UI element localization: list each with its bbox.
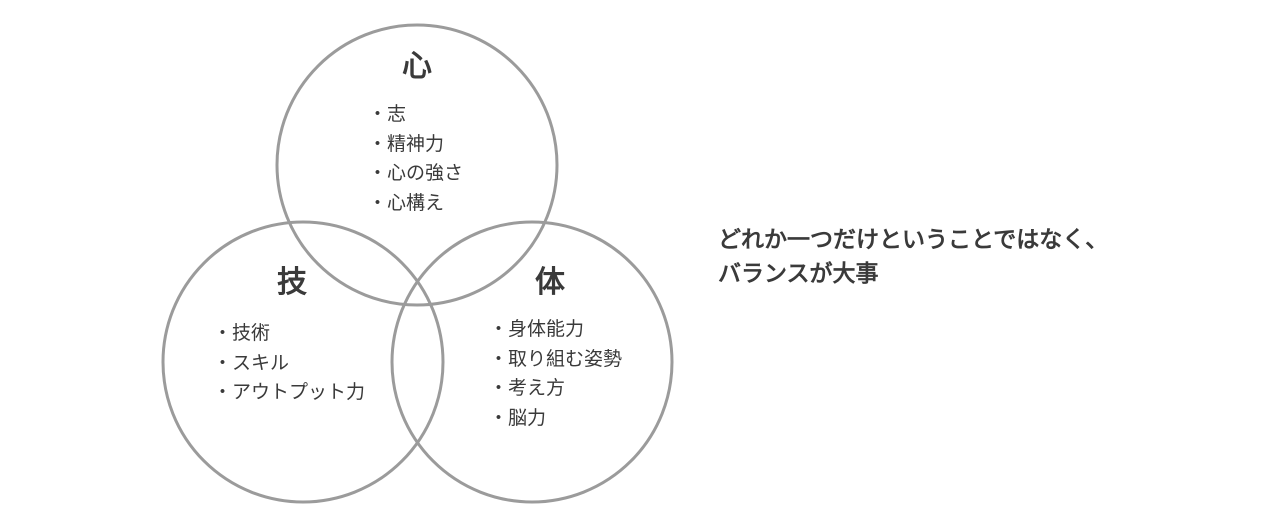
circle-title-skill: 技 — [277, 265, 307, 300]
balance-message: どれか一つだけということではなく、 バランスが大事 — [718, 223, 1108, 291]
circle-heart — [275, 23, 559, 307]
circle-title-body: 体 — [535, 265, 565, 300]
list-item: アウトプット力 — [213, 378, 365, 408]
list-item: 心の強さ — [368, 159, 463, 189]
list-item: 精神力 — [368, 130, 463, 160]
list-item: 考え方 — [489, 374, 622, 404]
list-item: 心構え — [368, 189, 463, 219]
list-item: 取り組む姿勢 — [489, 345, 622, 375]
list-item: 志 — [368, 100, 463, 130]
list-item: 脳力 — [489, 404, 622, 434]
message-line-2: バランスが大事 — [718, 261, 879, 287]
circle-list-skill: 技術 スキル アウトプット力 — [213, 319, 365, 408]
circle-list-heart: 志 精神力 心の強さ 心構え — [368, 100, 463, 218]
circle-title-heart: 心 — [402, 49, 432, 84]
message-line-1: どれか一つだけということではなく、 — [718, 227, 1109, 253]
list-item: 身体能力 — [489, 315, 622, 345]
circle-skill — [161, 220, 445, 504]
circle-list-body: 身体能力 取り組む姿勢 考え方 脳力 — [489, 315, 622, 433]
list-item: 技術 — [213, 319, 365, 349]
circle-body — [390, 220, 674, 504]
list-item: スキル — [213, 349, 365, 379]
